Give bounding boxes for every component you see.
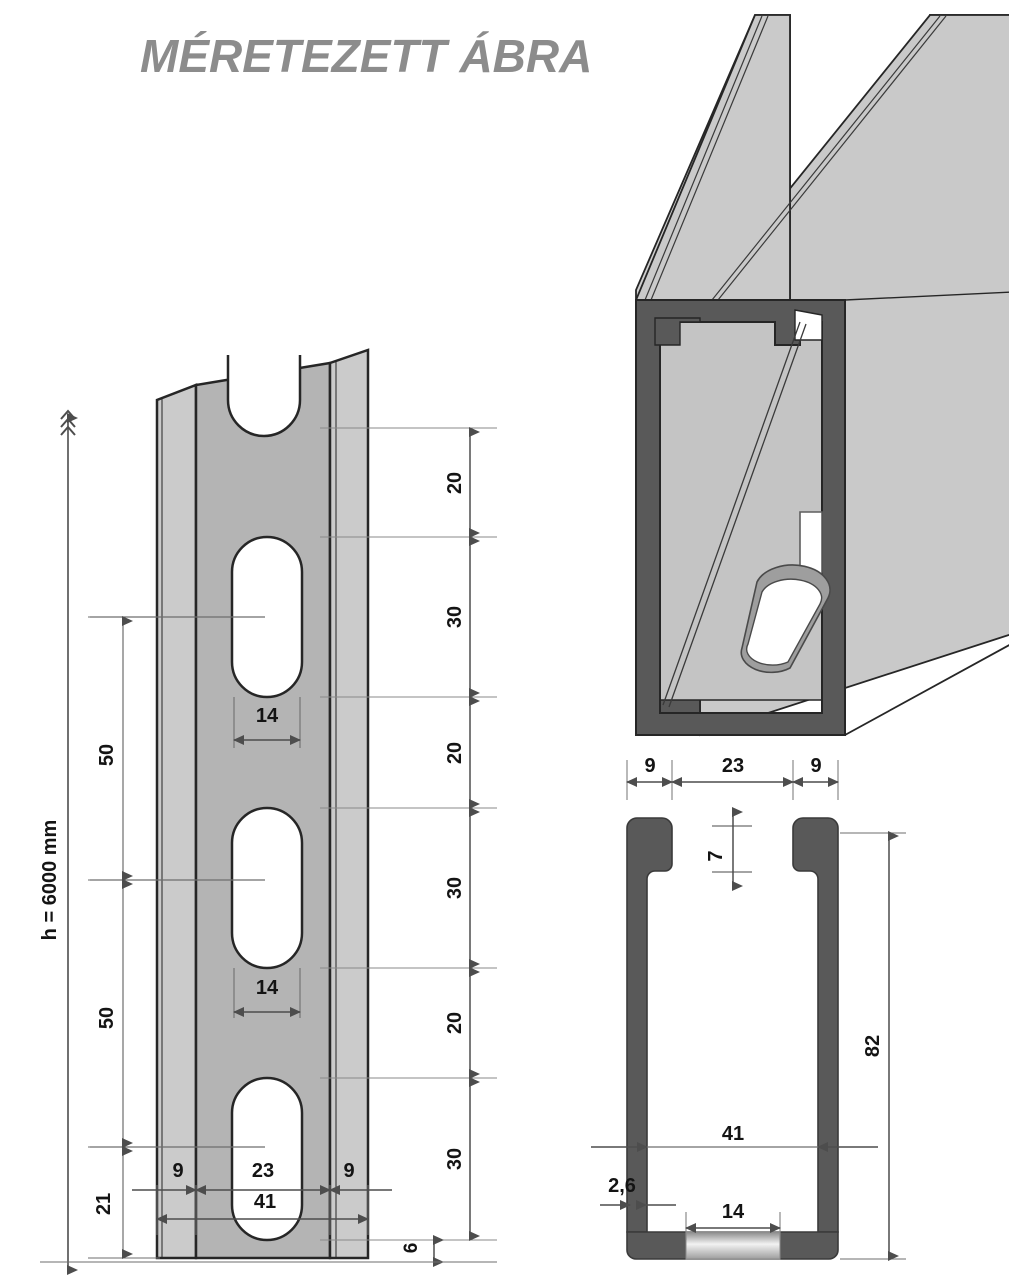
iso-lip-gap — [794, 309, 823, 341]
front-dim-6-label: 6 — [401, 1243, 422, 1254]
front-dim-41-label: 41 — [254, 1191, 276, 1213]
section-thickness-dim: 2,6 — [600, 1175, 676, 1210]
front-dim-30-a-label: 30 — [444, 606, 466, 628]
section-dim-9-right-label: 9 — [810, 755, 821, 777]
front-left-flange — [155, 383, 198, 1260]
front-top-notch — [226, 355, 302, 438]
section-height-dim: 82 — [840, 831, 906, 1261]
front-width-dim-chain: 9 23 9 41 — [40, 1160, 497, 1263]
front-elevation-view — [90, 348, 370, 1260]
front-dim-14-a-label: 14 — [256, 705, 279, 727]
section-left-wall — [626, 817, 673, 1233]
iso-bottom-edge — [844, 644, 1009, 736]
section-inner-width-dim: 41 — [591, 1123, 878, 1152]
front-slot-2 — [230, 806, 304, 970]
section-bottom-slot — [685, 1231, 781, 1260]
section-dim-41-label: 41 — [722, 1123, 744, 1145]
iso-right-crease-lines — [711, 15, 947, 301]
page-title: MÉRETEZETT ÁBRA — [140, 30, 592, 82]
overall-height-label: h = 6000 mm — [39, 820, 61, 941]
front-dim-30-c-label: 30 — [444, 1148, 466, 1170]
front-dim-21-label: 21 — [93, 1193, 115, 1215]
section-dim-14-label: 14 — [722, 1201, 745, 1223]
front-dim-9-left-label: 9 — [172, 1160, 183, 1182]
section-dim-23-label: 23 — [722, 755, 744, 777]
front-slot-3 — [230, 1076, 304, 1242]
section-right-wall — [792, 817, 839, 1233]
front-slot-width-dims: 14 14 — [233, 697, 301, 1018]
front-dim-20-c-label: 20 — [444, 1012, 466, 1034]
isometric-view — [635, 14, 1009, 737]
iso-interior-diagonal — [662, 321, 807, 708]
front-left-dim-chain: 50 50 21 — [88, 616, 200, 1259]
section-dim-9-left-label: 9 — [644, 755, 655, 777]
front-dim-20-b-label: 20 — [444, 742, 466, 764]
iso-left-crease-lines — [644, 15, 769, 301]
section-dim-7-label: 7 — [705, 850, 727, 861]
front-dim-23-label: 23 — [252, 1160, 274, 1182]
iso-left-lip — [654, 317, 701, 346]
section-dim-26-label: 2,6 — [608, 1175, 636, 1197]
front-dim-14-b-label: 14 — [256, 977, 279, 999]
section-lip-gap-dim: 7 — [705, 807, 752, 891]
overall-height-dimension: h = 6000 mm — [39, 409, 78, 1275]
front-slot-group — [230, 535, 304, 1242]
front-dim-30-b-label: 30 — [444, 877, 466, 899]
section-slot-width-dim: 14 — [685, 1201, 781, 1240]
front-right-dim-chain: 20 30 20 30 20 30 6 — [320, 427, 497, 1267]
front-dim-50-b-label: 50 — [96, 1007, 118, 1029]
front-dim-9-right-label: 9 — [343, 1160, 354, 1182]
front-right-flange — [328, 348, 370, 1260]
iso-top-edge — [844, 291, 1009, 301]
front-dim-50-a-label: 50 — [96, 744, 118, 766]
iso-slot-near — [740, 564, 831, 674]
cross-section-view: 9 23 9 7 — [591, 755, 906, 1261]
section-dim-82-label: 82 — [862, 1035, 884, 1057]
section-top-dim-chain: 9 23 9 — [626, 755, 839, 800]
front-dim-20-a-label: 20 — [444, 472, 466, 494]
